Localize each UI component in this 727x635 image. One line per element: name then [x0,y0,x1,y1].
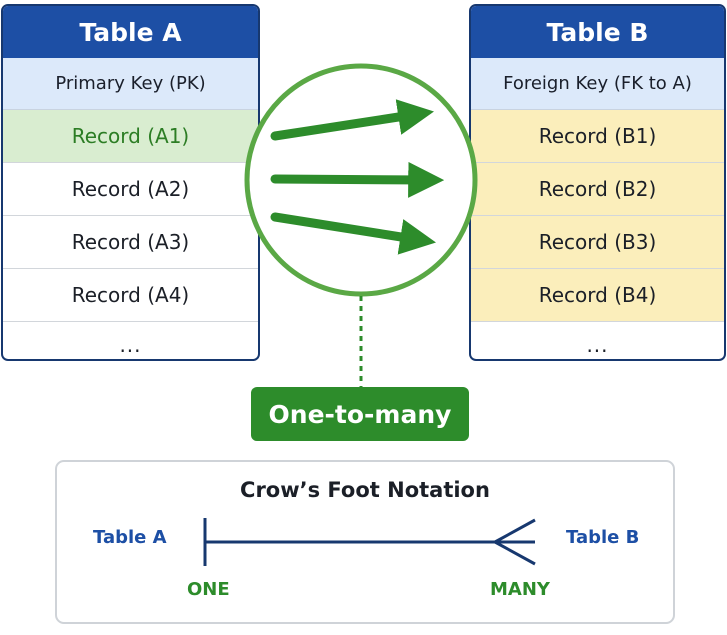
table-a-title: Table A [3,6,258,58]
relationship-arrow-icon [270,99,435,141]
table-a-record-a4: Record (A4) [3,269,258,322]
table-b-record-b1: Record (B1) [471,110,724,163]
legend-table-b: Table B [566,527,640,548]
table-b-record-b2: Record (B2) [471,163,724,216]
relationship-type-badge: One-to-many [251,387,469,441]
legend-title: Crow’s Foot Notation [240,478,490,502]
table-a-record-a1: Record (A1) [3,110,258,163]
table-b-record-b4: Record (B4) [471,269,724,322]
table-a-primary-key: Primary Key (PK) [3,58,258,110]
table-b-record-b3: Record (B3) [471,216,724,269]
table-b-title: Table B [471,6,724,58]
crows-foot-symbol [203,518,536,566]
table-b-more-rows: ... [586,333,609,357]
relationship-arrow-icon [270,161,445,198]
table-b-foreign-key: Foreign Key (FK to A) [471,58,724,110]
legend-many-label: MANY [490,579,550,600]
table-a: Table A Primary Key (PK) Record (A1) Rec… [1,4,260,361]
table-b: Table B Foreign Key (FK to A) Record (B1… [469,4,726,361]
legend-table-a: Table A [93,527,167,548]
crows-foot-legend: Crow’s Foot Notation Table A Table B ONE… [55,460,675,624]
table-a-more-rows: ... [119,333,142,357]
legend-one-label: ONE [187,579,230,600]
table-a-record-a2: Record (A2) [3,163,258,216]
table-a-record-a3: Record (A3) [3,216,258,269]
relationship-arrow-icon [270,212,436,255]
crows-foot-icon [493,518,536,566]
